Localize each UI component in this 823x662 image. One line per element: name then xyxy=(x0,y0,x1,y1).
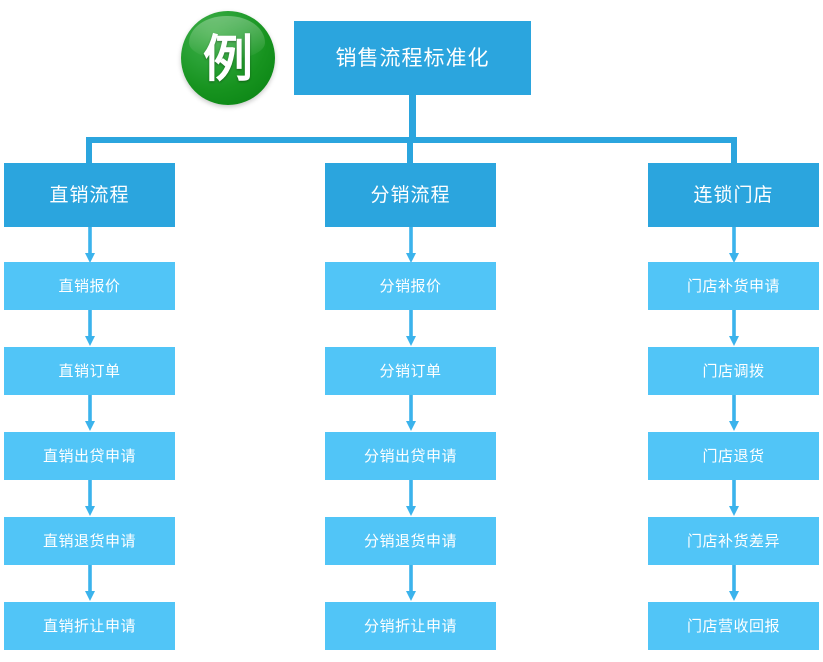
arrow-col3-step3-to-step4 xyxy=(728,480,740,517)
root-node-label: 销售流程标准化 xyxy=(335,46,490,70)
arrow-col3-step1-to-step2 xyxy=(728,310,740,347)
step-col3-4-label: 门店补货差异 xyxy=(686,532,780,550)
step-col1-1-label: 直销报价 xyxy=(58,277,121,295)
connector-drop-column-1 xyxy=(86,137,92,164)
arrow-col2-step3-to-step4 xyxy=(405,480,417,517)
step-col1-1[interactable]: 直销报价 xyxy=(4,262,175,310)
badge-character: 例 xyxy=(203,31,253,87)
step-col1-2[interactable]: 直销订单 xyxy=(4,347,175,395)
step-col3-1[interactable]: 门店补货申请 xyxy=(648,262,819,310)
column-header-3[interactable]: 连锁门店 xyxy=(648,163,819,227)
arrow-col3-step4-to-step5 xyxy=(728,565,740,602)
connector-root-stem xyxy=(409,95,416,143)
step-col1-3[interactable]: 直销出贷申请 xyxy=(4,432,175,480)
step-col2-3[interactable]: 分销出贷申请 xyxy=(325,432,496,480)
step-col2-5-label: 分销折让申请 xyxy=(363,617,457,635)
step-col1-2-label: 直销订单 xyxy=(58,362,121,380)
example-badge-icon: 例 xyxy=(181,11,275,105)
step-col2-4-label: 分销退货申请 xyxy=(363,532,457,550)
step-col3-3[interactable]: 门店退货 xyxy=(648,432,819,480)
arrow-col1-step4-to-step5 xyxy=(84,565,96,602)
arrow-col1-step2-to-step3 xyxy=(84,395,96,432)
step-col3-5[interactable]: 门店营收回报 xyxy=(648,602,819,650)
step-col1-4[interactable]: 直销退货申请 xyxy=(4,517,175,565)
step-col1-4-label: 直销退货申请 xyxy=(42,532,136,550)
arrow-col2-step1-to-step2 xyxy=(405,310,417,347)
column-header-2[interactable]: 分销流程 xyxy=(325,163,496,227)
step-col2-1-label: 分销报价 xyxy=(379,277,442,295)
arrow-col3-step2-to-step3 xyxy=(728,395,740,432)
step-col2-2-label: 分销订单 xyxy=(379,362,442,380)
step-col3-3-label: 门店退货 xyxy=(702,447,765,465)
column-header-3-label: 连锁门店 xyxy=(693,184,774,206)
step-col3-2-label: 门店调拨 xyxy=(702,362,765,380)
arrow-col1-step3-to-step4 xyxy=(84,480,96,517)
step-col3-1-label: 门店补货申请 xyxy=(686,277,780,295)
step-col2-4[interactable]: 分销退货申请 xyxy=(325,517,496,565)
step-col3-4[interactable]: 门店补货差异 xyxy=(648,517,819,565)
arrow-col1-step1-to-step2 xyxy=(84,310,96,347)
step-col1-3-label: 直销出贷申请 xyxy=(42,447,136,465)
step-col1-5[interactable]: 直销折让申请 xyxy=(4,602,175,650)
step-col1-5-label: 直销折让申请 xyxy=(42,617,136,635)
column-header-2-label: 分销流程 xyxy=(370,184,451,206)
step-col2-3-label: 分销出贷申请 xyxy=(363,447,457,465)
step-col3-2[interactable]: 门店调拨 xyxy=(648,347,819,395)
arrow-col3-head-to-step1 xyxy=(728,227,740,264)
column-header-1[interactable]: 直销流程 xyxy=(4,163,175,227)
arrow-col2-step2-to-step3 xyxy=(405,395,417,432)
arrow-col2-head-to-step1 xyxy=(405,227,417,264)
step-col2-2[interactable]: 分销订单 xyxy=(325,347,496,395)
connector-drop-column-3 xyxy=(731,137,737,164)
connector-drop-column-2 xyxy=(407,137,413,164)
step-col2-1[interactable]: 分销报价 xyxy=(325,262,496,310)
column-header-1-label: 直销流程 xyxy=(49,184,130,206)
root-node-sales-process[interactable]: 销售流程标准化 xyxy=(294,21,531,95)
step-col2-5[interactable]: 分销折让申请 xyxy=(325,602,496,650)
step-col3-5-label: 门店营收回报 xyxy=(686,617,780,635)
arrow-col2-step4-to-step5 xyxy=(405,565,417,602)
arrow-col1-head-to-step1 xyxy=(84,227,96,264)
